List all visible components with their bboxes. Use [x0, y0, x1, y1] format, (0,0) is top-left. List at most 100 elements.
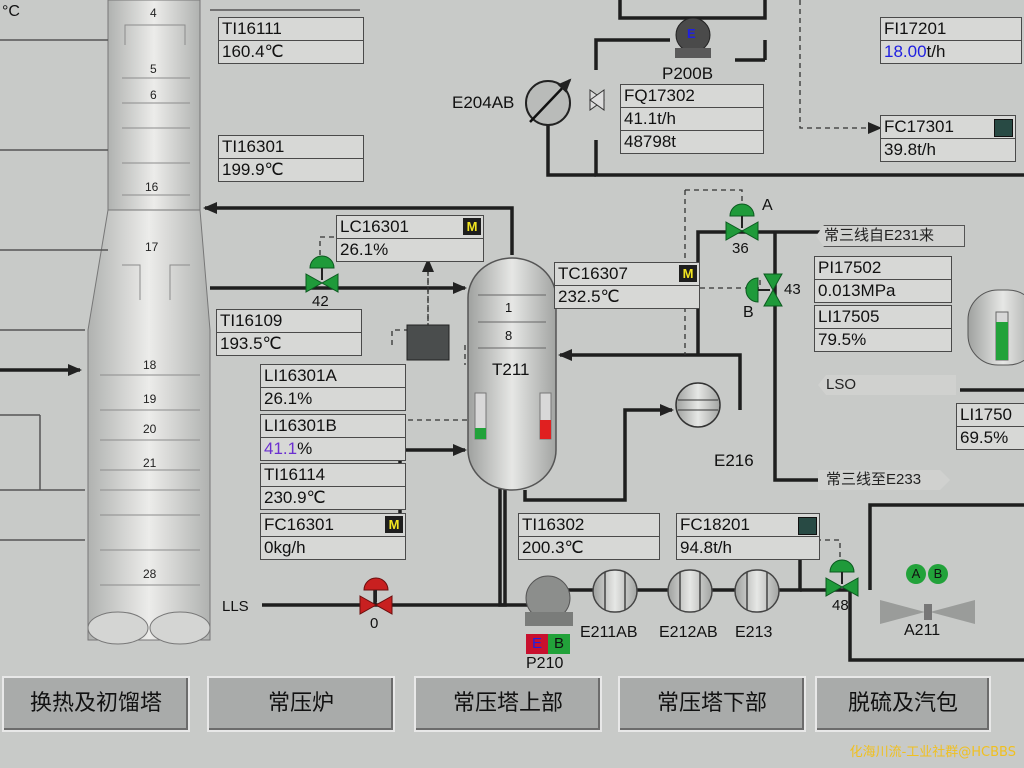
valve-b-label: B: [743, 304, 754, 321]
tag-value: 41.1%: [261, 438, 405, 460]
tag-value: 200.3℃: [522, 538, 584, 557]
control-valve-36[interactable]: [722, 200, 762, 246]
tag-value-unit: %: [297, 439, 313, 458]
nav-button-atm-tower-upper[interactable]: 常压塔上部: [414, 676, 602, 732]
tag-name: FQ17302: [621, 85, 763, 108]
manual-mode-badge[interactable]: M: [463, 218, 481, 235]
stripper-t211-vessel: [467, 257, 557, 491]
tag-lc16301[interactable]: LC16301 26.1% M: [336, 215, 484, 262]
valve-42-output: 42: [312, 293, 329, 310]
tag-name: PI17502: [815, 257, 951, 280]
tag-name: LI1750: [957, 404, 1024, 427]
valve-36-output: 36: [732, 240, 749, 257]
p210-b-badge[interactable]: B: [548, 634, 570, 654]
control-valve-43[interactable]: [742, 270, 788, 310]
p210-e-badge[interactable]: E: [526, 634, 548, 654]
tag-li17504[interactable]: LI1750 69.5%: [956, 403, 1024, 450]
tag-value: 18.00t/h: [881, 41, 1021, 63]
a211-b-badge[interactable]: B: [928, 564, 948, 584]
tag-fc18201[interactable]: FC18201 94.8t/h: [676, 513, 820, 560]
tag-value: 0kg/h: [264, 538, 306, 557]
tray-number: 16: [145, 180, 159, 194]
tag-value: 232.5℃: [558, 287, 620, 306]
exchangers-e211-e213: [592, 569, 780, 613]
stream-to-e233[interactable]: 常三线至E233: [818, 470, 950, 490]
tag-ti16302[interactable]: TI16302 200.3℃: [518, 513, 660, 560]
e212ab-label: E212AB: [659, 624, 718, 641]
tray-number: 17: [145, 240, 159, 254]
tag-value: 26.1%: [340, 240, 389, 259]
exchanger-e216-symbol: [675, 382, 721, 428]
tag-li16301b[interactable]: LI16301B 41.1%: [260, 414, 406, 461]
tag-value: 69.5%: [960, 428, 1009, 447]
lc-controller-block: [406, 324, 450, 361]
manual-mode-badge[interactable]: M: [679, 265, 697, 282]
tag-name: FI17201: [881, 18, 1021, 41]
controller-status-indicator[interactable]: [798, 517, 817, 535]
tag-fc16301[interactable]: FC16301 0kg/h M: [260, 513, 406, 560]
tag-value: 193.5℃: [220, 334, 282, 353]
control-valve-0[interactable]: [356, 574, 396, 620]
tag-value-number: 41.1: [264, 439, 298, 458]
p200b-status-badge[interactable]: E: [687, 26, 696, 41]
nav-button-atm-tower-lower[interactable]: 常压塔下部: [618, 676, 806, 732]
tag-name: LI16301A: [261, 365, 405, 388]
tag-name: LI17505: [815, 306, 951, 329]
tag-name: TI16114: [261, 464, 405, 487]
tag-fq17302[interactable]: FQ17302 41.1t/h 48798t: [620, 84, 764, 154]
tag-fc17301[interactable]: FC17301 39.8t/h: [880, 115, 1016, 162]
tag-ti16114[interactable]: TI16114 230.9℃: [260, 463, 406, 510]
control-valve-42[interactable]: [302, 252, 342, 298]
tray-number: 5: [150, 62, 157, 76]
tag-name: FC18201: [677, 514, 819, 537]
tag-value: 41.1t/h: [624, 109, 676, 128]
nav-button-desulfurization-drum[interactable]: 脱硫及汽包: [815, 676, 991, 732]
tag-value-number: 18.00: [884, 42, 927, 61]
valve-a-label: A: [762, 197, 773, 214]
a211-a-badge[interactable]: A: [906, 564, 926, 584]
tray-number: 18: [143, 358, 157, 372]
t211-label: T211: [492, 360, 530, 379]
tag-ti16111[interactable]: TI16111 160.4℃: [218, 17, 364, 64]
tray-number: 19: [143, 392, 157, 406]
valve-0-output: 0: [370, 615, 379, 632]
e216-label: E216: [714, 451, 754, 470]
tray-number: 20: [143, 422, 157, 436]
a211-label: A211: [904, 622, 941, 639]
tag-ti16109[interactable]: TI16109 193.5℃: [216, 309, 362, 356]
tag-value-unit: t/h: [926, 42, 946, 61]
tag-name: TI16302: [519, 514, 659, 537]
left-grid-lines: [0, 9, 360, 541]
tag-name: LI16301B: [261, 415, 405, 438]
valve-43-output: 43: [784, 281, 801, 298]
nav-button-heat-exchange-preflash[interactable]: 换热及初馏塔: [2, 676, 190, 732]
stream-from-e231[interactable]: 常三线自E231来: [816, 225, 965, 247]
tag-name: TI16111: [219, 18, 363, 41]
tag-li17505[interactable]: LI17505 79.5%: [814, 305, 952, 352]
pump-p210-symbol: [525, 575, 573, 626]
watermark: 化海川流-工业社群@HCBBS: [849, 745, 1016, 760]
tag-ti16301[interactable]: TI16301 199.9℃: [218, 135, 364, 182]
tag-value: 199.9℃: [222, 160, 284, 179]
p210-label: P210: [526, 655, 564, 672]
tag-value: 39.8t/h: [884, 140, 936, 159]
tag-value: 26.1%: [264, 389, 313, 408]
tag-value: 94.8t/h: [680, 538, 732, 557]
tag-fi17201[interactable]: FI17201 18.00t/h: [880, 17, 1022, 64]
nav-button-atmospheric-furnace[interactable]: 常压炉: [207, 676, 395, 732]
tag-total: 48798t: [621, 130, 763, 153]
stream-lso[interactable]: LSO: [818, 375, 956, 395]
t211-tray-1: 1: [505, 300, 513, 315]
e204ab-label: E204AB: [452, 93, 515, 112]
tag-pi17502[interactable]: PI17502 0.013MPa: [814, 256, 952, 303]
tag-tc16307[interactable]: TC16307 232.5℃ M: [554, 262, 700, 309]
manual-mode-badge[interactable]: M: [385, 516, 403, 533]
tag-value: 230.9℃: [264, 488, 326, 507]
control-valve-48[interactable]: [822, 556, 862, 602]
t211-tray-8: 8: [505, 328, 513, 343]
tag-value: 0.013MPa: [818, 281, 896, 300]
tag-li16301a[interactable]: LI16301A 26.1%: [260, 364, 406, 411]
tag-name: TI16301: [219, 136, 363, 159]
tray-number: 6: [150, 88, 157, 102]
controller-status-indicator[interactable]: [994, 119, 1013, 137]
